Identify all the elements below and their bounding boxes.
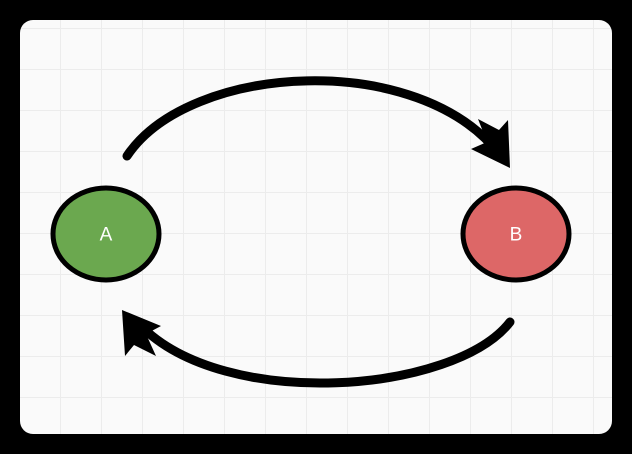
diagram-canvas[interactable]: [20, 20, 612, 434]
